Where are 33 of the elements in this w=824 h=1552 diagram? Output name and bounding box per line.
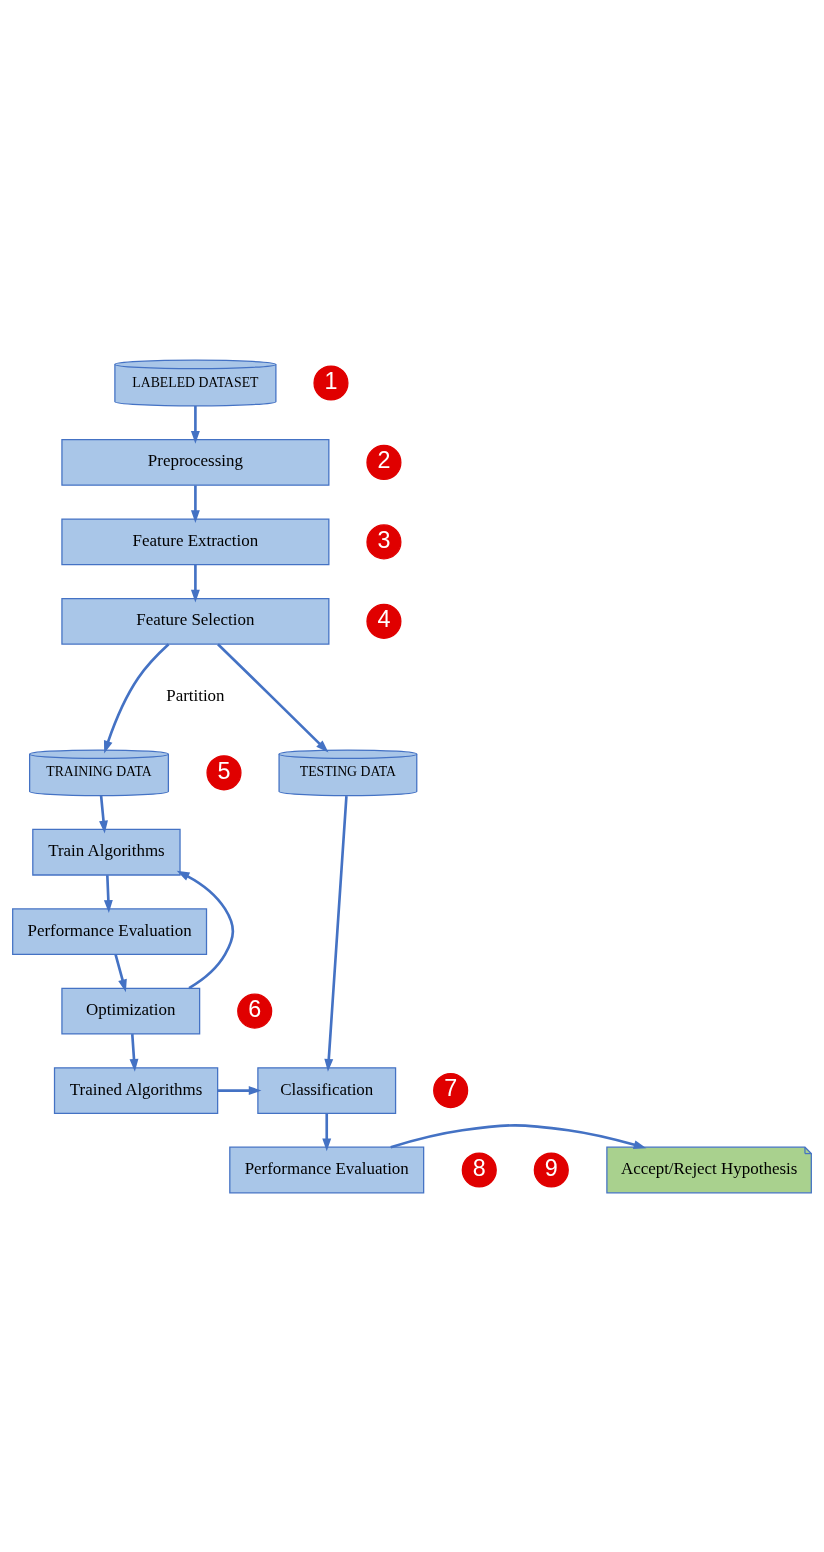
node-box: Classification — [257, 1066, 397, 1114]
label: 7 — [444, 1074, 458, 1101]
node-box: Trained Algorithms — [53, 1066, 219, 1114]
node-box: Performance Evaluation — [229, 1146, 425, 1193]
arrow — [103, 642, 170, 753]
arrow — [322, 1113, 332, 1151]
arrow — [114, 953, 127, 992]
arrow — [324, 795, 348, 1072]
arrow — [217, 642, 329, 753]
label: 5 — [217, 757, 231, 784]
node-box: Performance Evaluation — [12, 907, 208, 955]
arrow — [103, 874, 113, 913]
label: 3 — [377, 526, 391, 553]
label: 8 — [472, 1154, 486, 1181]
arrow — [129, 1033, 139, 1072]
node-box: Feature Extraction — [61, 518, 330, 565]
node-box: Train Algorithms — [32, 828, 181, 876]
node-box: Preprocessing — [61, 438, 330, 486]
label: 4 — [377, 605, 391, 632]
node-box: Feature Selection — [61, 597, 330, 645]
label: 6 — [248, 995, 262, 1022]
arrow — [190, 484, 200, 523]
label: 2 — [377, 446, 391, 473]
arrow — [99, 795, 108, 833]
label: 9 — [544, 1154, 558, 1181]
arrow — [190, 405, 200, 444]
label: 1 — [324, 367, 338, 394]
node-box: Optimization — [61, 987, 201, 1034]
label: Partition — [166, 685, 225, 705]
arrow — [390, 1123, 647, 1149]
arrow — [176, 870, 235, 989]
arrow — [218, 1085, 262, 1095]
arrow — [190, 564, 200, 603]
